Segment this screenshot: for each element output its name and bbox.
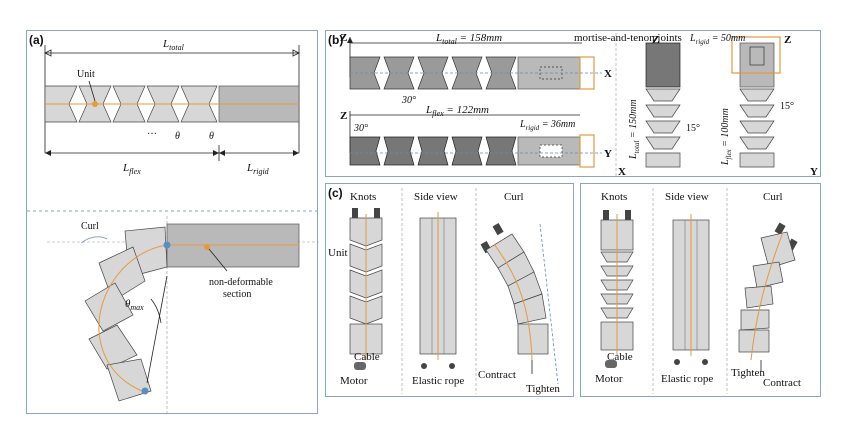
r-angle-1: 15° (686, 123, 700, 134)
l-flex-label: Lflex (122, 162, 141, 176)
panel-b-label: (b) (328, 33, 344, 47)
c-left-straight (349, 208, 383, 370)
theta-max-label: θmax (125, 298, 144, 312)
l-total-label: Ltotal (162, 38, 185, 52)
c-left-curled (480, 223, 559, 385)
c-left-cable: Cable (354, 351, 380, 363)
b-l-total-label: Ltotal = 158mm (435, 32, 502, 46)
non-deformable-label-2: section (223, 289, 251, 300)
x-axis-label: X (604, 68, 612, 80)
panel-c-label: (c) (328, 186, 343, 200)
panel-c-left: Knots Side view Curl Unit Cable Motor El… (325, 183, 574, 397)
c-right-side (672, 214, 710, 365)
l-rigid-label: Lrigid (246, 162, 270, 176)
bottom-view-segments (349, 136, 517, 166)
mortise-label: mortise-and-tenon joints (574, 32, 682, 44)
c-right-side-view: Side view (665, 191, 709, 203)
b-l-rigid-label: Lrigid = 36mm (519, 119, 575, 132)
c-right-curled (738, 222, 798, 372)
c-right-tighten: Tighten (731, 367, 765, 379)
c-right-curl: Curl (763, 191, 783, 203)
top-rigid (517, 56, 581, 90)
panel-c-right: Knots Side view Curl Cable Motor Elasti (580, 183, 821, 397)
panel-a-label: (a) (29, 33, 44, 47)
curled-segments (84, 226, 168, 402)
unit-label: Unit (77, 69, 95, 80)
theta-label-2: θ (209, 131, 214, 142)
r-l-total-label: Ltotal = 150mm (628, 99, 641, 160)
y-axis-label: Y (604, 148, 612, 160)
b-angle-1: 30° (401, 95, 416, 106)
c-left-unit: Unit (328, 247, 348, 259)
theta-label-1: θ (175, 131, 180, 142)
c-left-knots: Knots (350, 191, 376, 203)
r-z-axis-label-2: Z (784, 34, 791, 46)
panel-c-right-drawing: Knots Side view Curl Cable Motor Elasti (595, 188, 801, 394)
r-y-axis-label: Y (810, 166, 818, 178)
c-right-elastic: Elastic rope (661, 373, 713, 385)
panel-a-drawing: Ltotal Unit ··· θ θ Lflex Lrigid Curl (27, 38, 319, 415)
b-angle-2: 30° (353, 123, 368, 134)
r-x-axis-label: X (618, 166, 626, 178)
c-left-side-view: Side view (414, 191, 458, 203)
non-deformable-label-1: non-deformable (209, 277, 273, 288)
r-l-flex-label: Lflex = 100mm (720, 108, 733, 166)
b-l-flex-label: Lflex = 122mm (425, 104, 489, 118)
panel-b: Z Ltotal = 158mm mortise-and-tenon joint… (325, 30, 821, 178)
c-left-curl: Curl (504, 191, 524, 203)
l-total-arrows (44, 49, 300, 57)
unit-dot (92, 101, 98, 107)
curl-label: Curl (81, 221, 99, 232)
r-angle-2: 15° (780, 101, 794, 112)
z-axis-label-2: Z (340, 110, 347, 122)
c-right-straight (600, 210, 634, 368)
c-left-motor: Motor (340, 375, 368, 387)
c-left-side (419, 212, 457, 369)
panel-c-left-drawing: Knots Side view Curl Unit Cable Motor El… (328, 188, 560, 395)
c-left-tighten: Tighten (526, 383, 560, 395)
c-right-motor: Motor (595, 373, 623, 385)
panel-a: Ltotal Unit ··· θ θ Lflex Lrigid Curl (26, 30, 319, 415)
r-l-rigid-label: Lrigid = 50mm (689, 33, 745, 46)
c-left-elastic: Elastic rope (412, 375, 464, 387)
z-axis-label-1: Z (340, 32, 347, 44)
c-right-cable: Cable (607, 351, 633, 363)
right-views (645, 36, 781, 168)
r-z-axis-label-1: Z (652, 34, 659, 46)
panel-b-drawing: Z Ltotal = 158mm mortise-and-tenon joint… (340, 32, 818, 178)
dots-label: ··· (147, 129, 157, 140)
c-left-contract: Contract (478, 369, 516, 381)
c-right-contract: Contract (763, 377, 801, 389)
c-right-knots: Knots (601, 191, 627, 203)
